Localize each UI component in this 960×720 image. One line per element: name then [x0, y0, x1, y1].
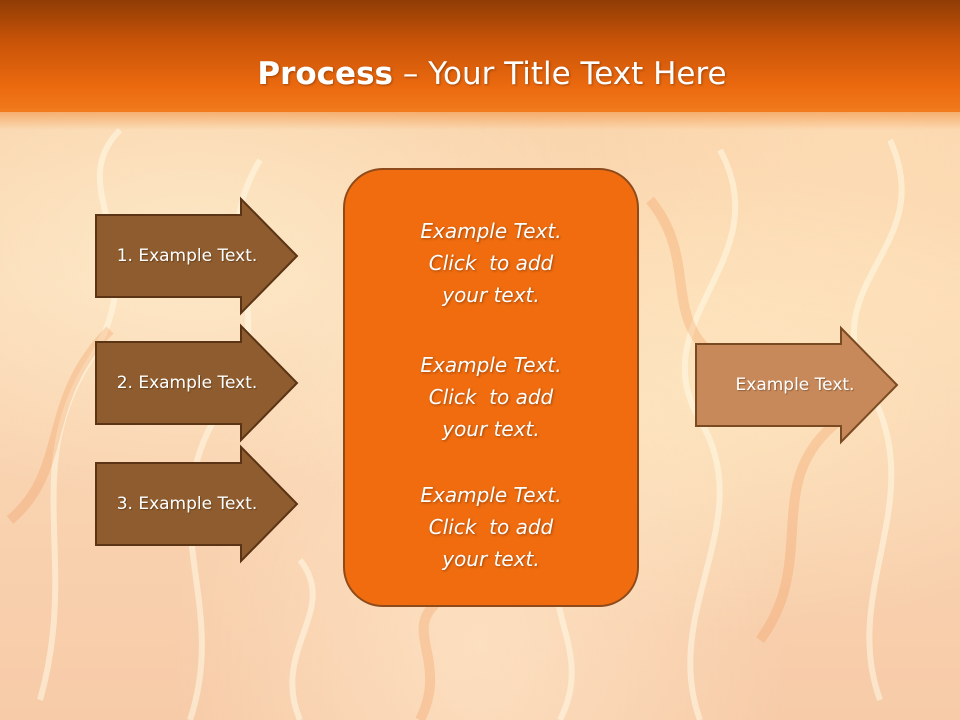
title-banner-fade [0, 108, 960, 130]
step-arrow-1[interactable]: 1. Example Text. [95, 196, 299, 316]
center-text-block-2[interactable]: Example Text. Click to add your text. [345, 349, 637, 445]
result-arrow-shape [695, 325, 899, 445]
center-text-line: Click to add [428, 251, 554, 275]
center-text-line: Click to add [428, 515, 554, 539]
result-arrow-label: Example Text. [735, 375, 855, 395]
center-text-line: Example Text. [420, 219, 562, 243]
step-arrow-1-label: 1. Example Text. [116, 246, 258, 266]
slide-title[interactable]: Process – Your Title Text Here [0, 52, 960, 96]
step-arrow-1-shape [95, 196, 299, 316]
center-text-line: Click to add [428, 385, 554, 409]
step-arrow-3-shape [95, 444, 299, 564]
step-arrow-2[interactable]: 2. Example Text. [95, 323, 299, 443]
center-text-block-1[interactable]: Example Text. Click to add your text. [345, 215, 637, 311]
step-arrow-3[interactable]: 3. Example Text. [95, 444, 299, 564]
center-text-line: your text. [442, 283, 540, 307]
slide-title-bold: Process [257, 56, 393, 92]
center-text-block-3[interactable]: Example Text. Click to add your text. [345, 479, 637, 575]
slide-title-rest: – Your Title Text Here [393, 56, 727, 92]
center-process-box[interactable]: Example Text. Click to add your text. Ex… [343, 168, 639, 607]
step-arrow-2-shape [95, 323, 299, 443]
center-text-line: Example Text. [420, 483, 562, 507]
title-banner [0, 0, 960, 112]
center-text-line: your text. [442, 547, 540, 571]
result-arrow[interactable]: Example Text. [695, 325, 899, 445]
step-arrow-2-label: 2. Example Text. [116, 373, 258, 393]
center-text-line: your text. [442, 417, 540, 441]
center-text-line: Example Text. [420, 353, 562, 377]
step-arrow-3-label: 3. Example Text. [116, 494, 258, 514]
